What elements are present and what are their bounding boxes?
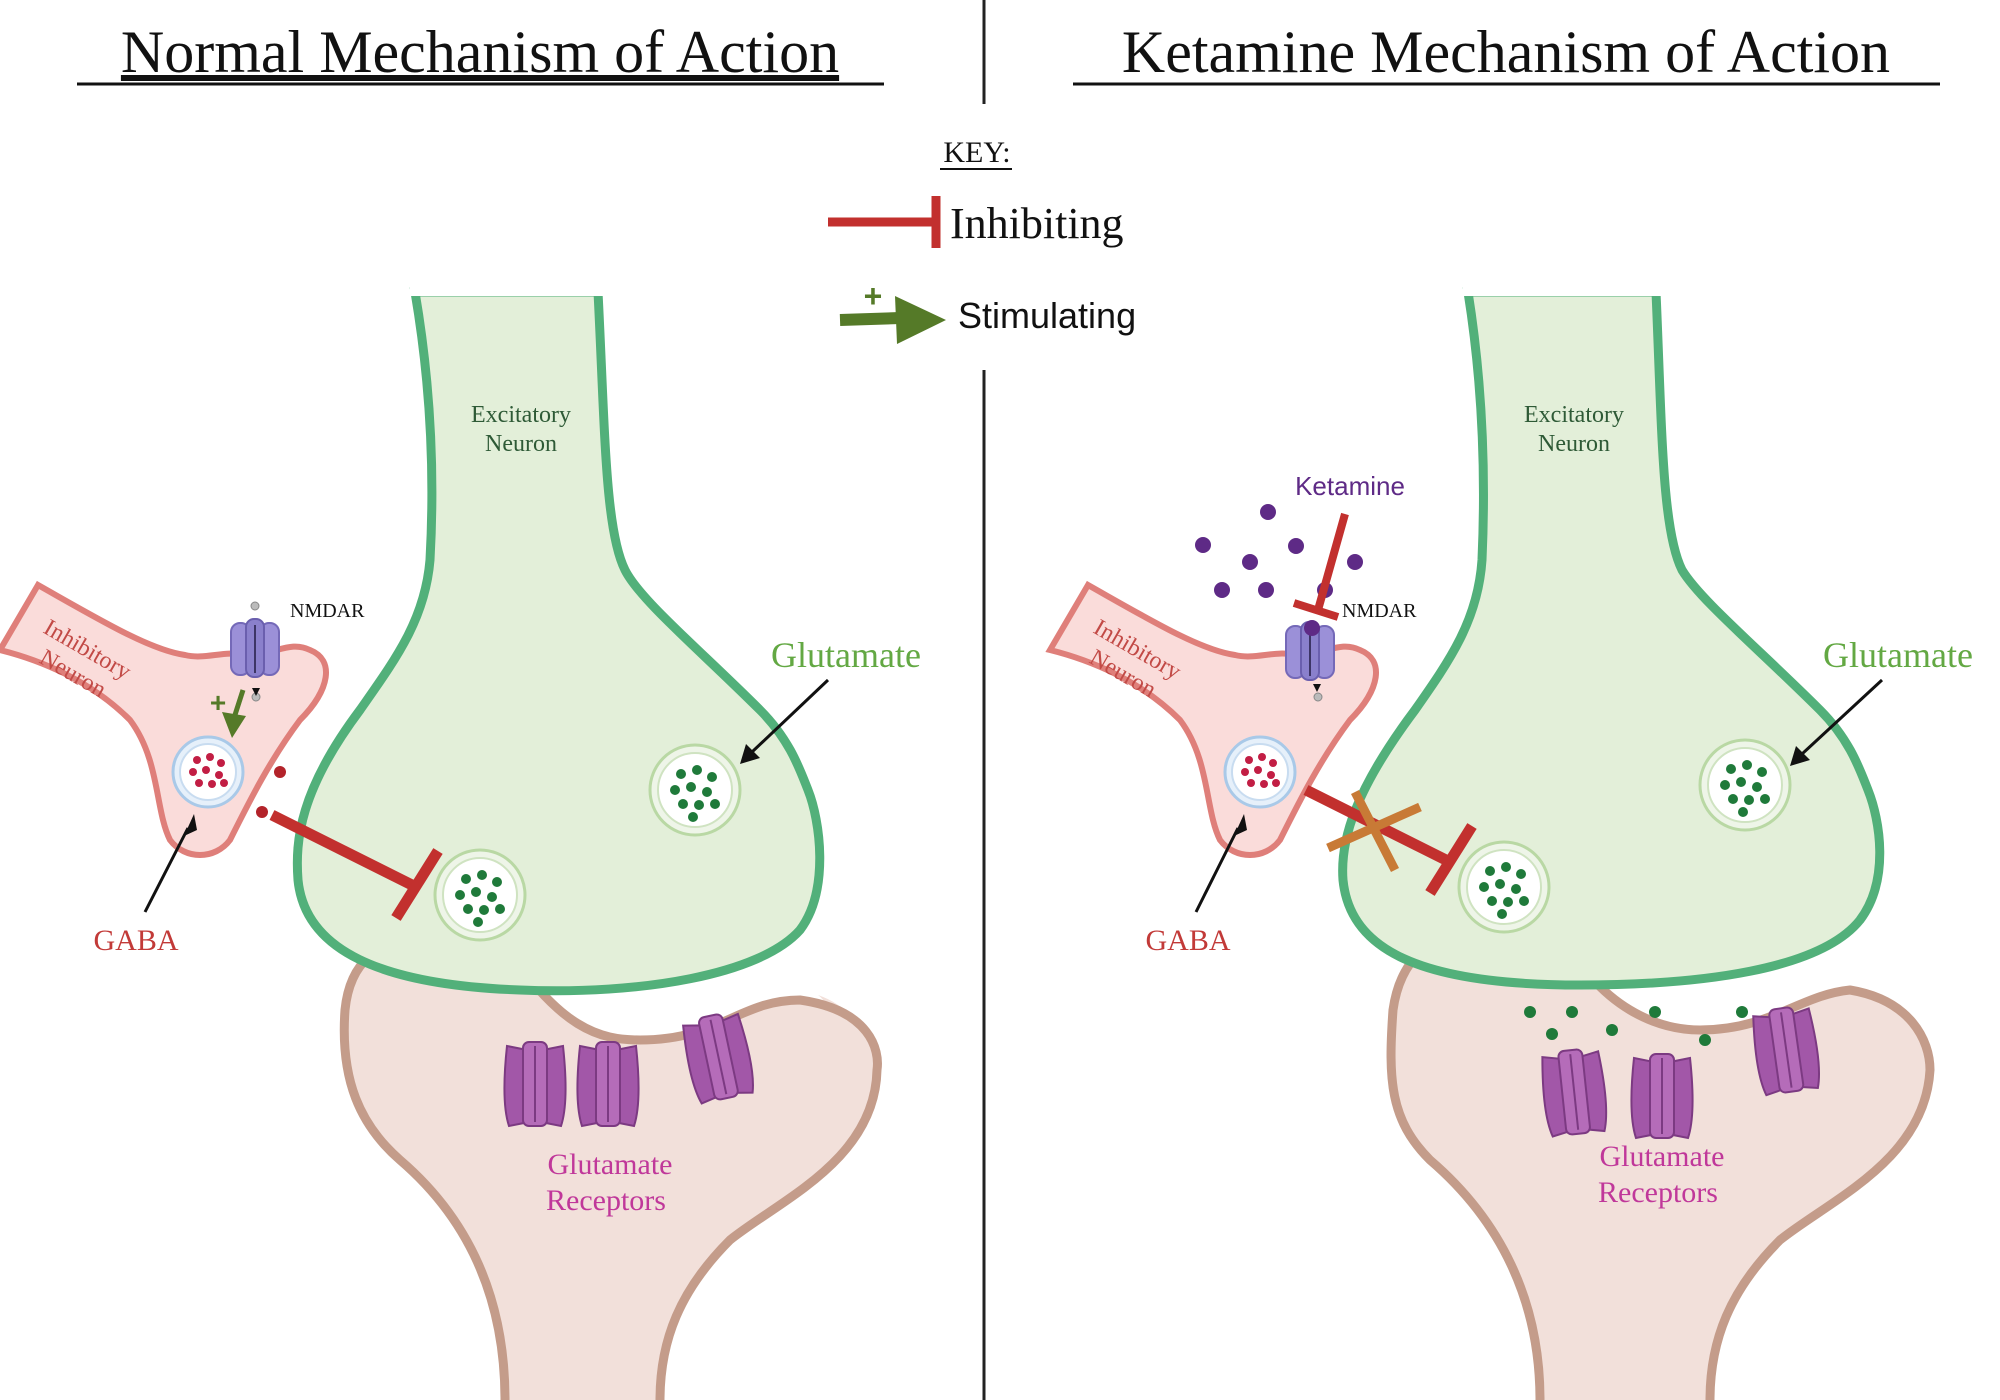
glutamate-receptor-icon xyxy=(1749,1003,1824,1097)
excitatory-neuron-right xyxy=(1338,287,1885,990)
excitatory-label-left-2: Neuron xyxy=(485,431,557,457)
released-glutamate xyxy=(1524,1006,1748,1046)
glutamate-pointer-right xyxy=(1790,678,1884,766)
title-right: Ketamine Mechanism of Action xyxy=(1122,19,1890,85)
ion-arrow xyxy=(252,688,260,696)
excitatory-top-mask-right xyxy=(1463,284,1661,296)
glutamate-receptor-icon xyxy=(1630,1053,1694,1139)
gaba-label-right: GABA xyxy=(1145,924,1230,957)
title-left: Normal Mechanism of Action xyxy=(121,19,839,85)
gaba-molecule xyxy=(256,806,268,818)
key-stimulating-label: Stimulating xyxy=(958,295,1136,336)
glutamate-receptor-icon xyxy=(503,1041,567,1127)
excitatory-label-right-1: Excitatory xyxy=(1524,402,1624,428)
key-legend: KEY: Inhibiting + Stimulating xyxy=(828,136,1136,344)
block-x-icon xyxy=(1326,789,1422,873)
excitatory-label-left-1: Excitatory xyxy=(471,402,571,428)
ketamine-label: Ketamine xyxy=(1295,471,1405,501)
gaba-pointer-left xyxy=(143,814,197,913)
receptors-label-left-1: Glutamate xyxy=(548,1148,673,1181)
excitatory-neuron-left xyxy=(292,287,825,996)
ion-dot xyxy=(250,601,260,611)
key-inhibiting-label: Inhibiting xyxy=(950,199,1124,248)
inhibit-icon xyxy=(828,196,941,248)
vesicle-icon xyxy=(433,848,527,942)
receptors-label-right-1: Glutamate xyxy=(1600,1140,1725,1173)
glutamate-receptor-icon xyxy=(1538,1046,1611,1138)
inhibit-icon xyxy=(269,810,443,921)
stimulate-arrow-icon xyxy=(839,296,946,344)
vesicle-icon xyxy=(1457,840,1551,934)
glutamate-pointer-left xyxy=(740,678,830,764)
nmdar-receptor-icon xyxy=(230,618,280,678)
stimulate-arrow-icon xyxy=(222,689,246,738)
excitatory-label-right-2: Neuron xyxy=(1538,431,1610,457)
glutamate-label-right: Glutamate xyxy=(1823,635,1973,675)
key-plus: + xyxy=(864,278,883,314)
receptors-label-right-2: Receptors xyxy=(1598,1176,1718,1209)
vesicle-icon xyxy=(648,743,742,837)
gaba-pointer-right xyxy=(1194,814,1247,913)
glutamate-label-left: Glutamate xyxy=(771,635,921,675)
key-heading: KEY: xyxy=(943,136,1010,169)
inhibitory-neuron-right xyxy=(1045,580,1379,858)
ion-arrow xyxy=(1313,684,1321,692)
inhibitory-neuron-left xyxy=(0,580,329,858)
ion-dot xyxy=(1313,692,1323,702)
inhibit-icon xyxy=(1292,512,1349,621)
gaba-molecule xyxy=(274,766,286,778)
vesicle-icon xyxy=(1223,735,1297,809)
ketamine-bound-molecule xyxy=(1304,620,1320,636)
stimulate-plus-left: + xyxy=(210,687,226,718)
gaba-label-left: GABA xyxy=(93,924,178,957)
vesicle-icon xyxy=(171,735,245,809)
receptors-label-left-2: Receptors xyxy=(546,1184,666,1217)
glutamate-receptor-icon xyxy=(576,1041,640,1127)
nmdar-label-right: NMDAR xyxy=(1342,600,1417,622)
nmdar-label-left: NMDAR xyxy=(290,600,365,622)
excitatory-top-mask-left xyxy=(410,284,606,296)
vesicle-icon xyxy=(1698,738,1792,832)
